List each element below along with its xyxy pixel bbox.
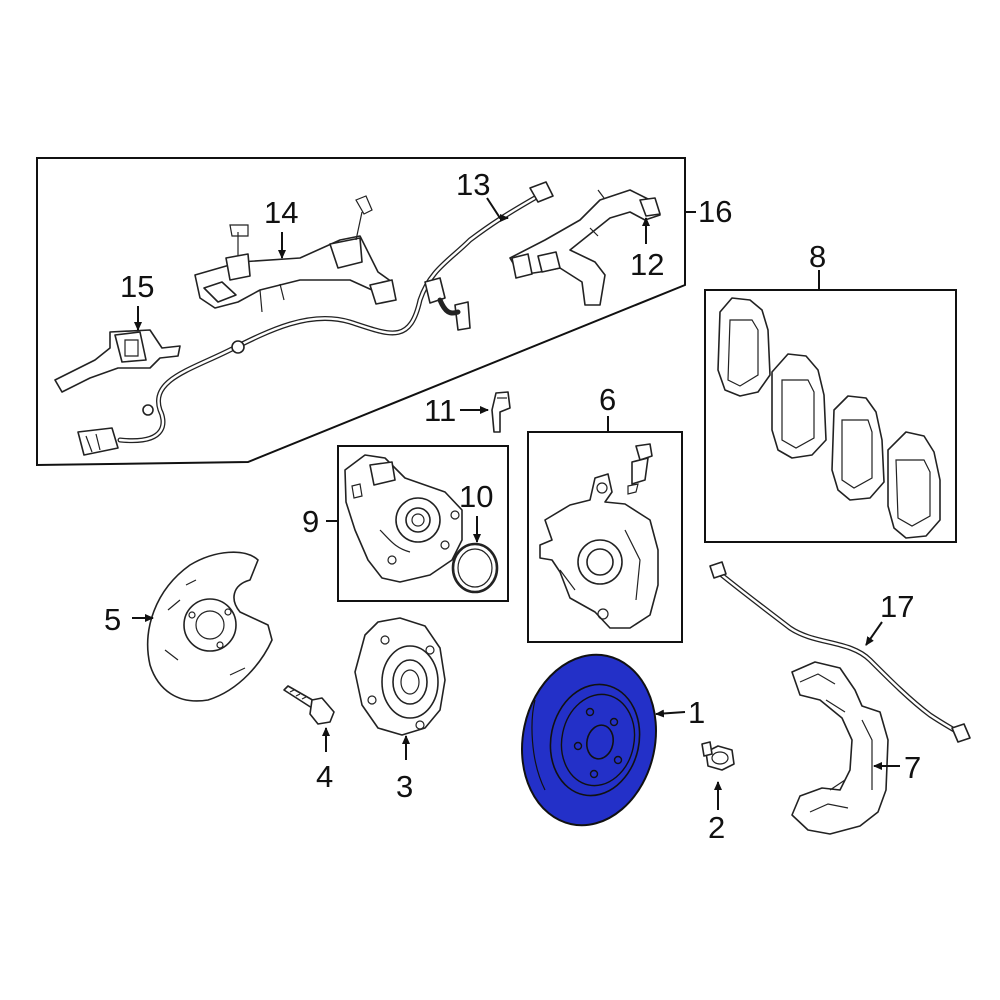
brake-pads-8[interactable] [717,297,941,539]
callout-14[interactable]: 14 [264,195,298,230]
speed-sensor-11[interactable] [491,391,511,433]
hub-bolt-4[interactable] [283,685,335,725]
actuator-group-frame [337,445,509,602]
harness-group-frame [36,157,686,467]
caliper-group-frame [527,431,683,643]
brake-caliper-6[interactable] [539,443,659,629]
callout-11[interactable]: 11 [424,393,456,428]
harness-bracket-14[interactable] [194,195,397,313]
harness-bracket-12[interactable] [509,189,661,306]
callout-12[interactable]: 12 [630,247,664,282]
pads-group-frame [704,289,957,543]
callout-13[interactable]: 13 [456,167,490,202]
callout-labels: 1 2 3 4 5 6 7 8 9 10 11 12 13 14 15 16 1… [104,167,921,845]
callout-16[interactable]: 16 [698,194,732,229]
brake-rotor-1[interactable] [507,642,672,838]
callout-4[interactable]: 4 [316,759,333,794]
callout-3[interactable]: 3 [396,769,413,804]
callout-6[interactable]: 6 [599,382,616,417]
leader-lines [132,197,900,810]
callout-7[interactable]: 7 [904,750,921,785]
rotor-screw-2[interactable] [701,741,735,771]
wiring-harness[interactable] [77,181,554,456]
callout-8[interactable]: 8 [809,239,826,274]
brake-hose-17[interactable] [709,561,971,743]
o-ring-10[interactable] [451,542,499,594]
parking-brake-actuator-9[interactable] [344,454,463,583]
callout-17[interactable]: 17 [880,589,914,624]
harness-clip-15[interactable] [54,329,181,393]
callout-5[interactable]: 5 [104,602,121,637]
callout-9[interactable]: 9 [302,504,319,539]
caliper-bracket-7[interactable] [791,661,889,835]
callout-1[interactable]: 1 [688,695,705,730]
callout-15[interactable]: 15 [120,269,154,304]
callout-10[interactable]: 10 [459,479,493,514]
callout-2[interactable]: 2 [708,810,725,845]
dust-shield-5[interactable] [146,551,273,702]
wheel-hub-3[interactable] [354,617,446,736]
